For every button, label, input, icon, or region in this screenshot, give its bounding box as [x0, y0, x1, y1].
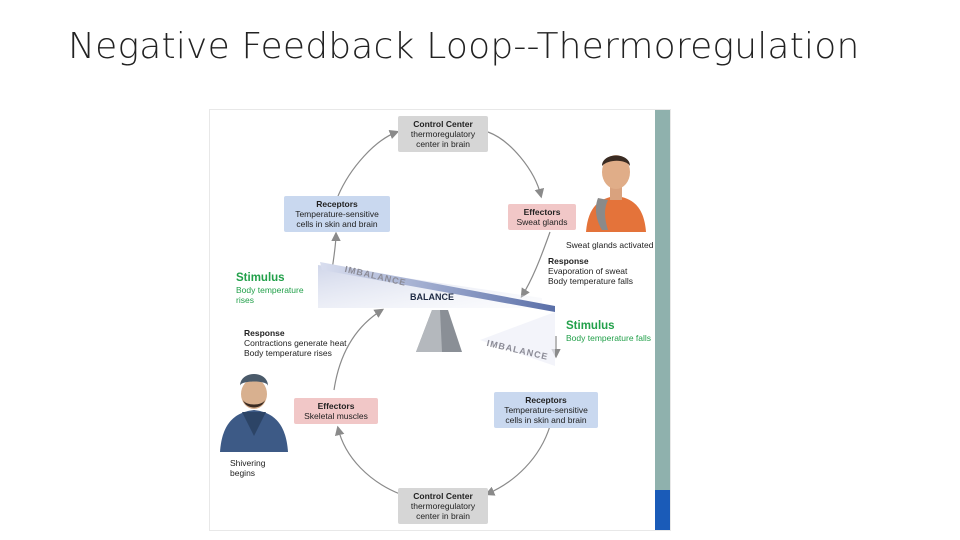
control-center-top: Control Center thermoregulatory center i…	[398, 116, 488, 152]
arrow-receptors-to-control-bottom	[484, 425, 551, 496]
arrow-control-to-effectors	[487, 131, 545, 199]
seesaw-fulcrum-shade	[416, 310, 442, 352]
diagram-graphics	[318, 129, 561, 496]
shivering-label: Shivering begins	[230, 458, 266, 478]
sweating-person-image	[578, 146, 654, 232]
arrow-effectors-to-balance-bottom	[333, 308, 385, 391]
receptors-bottom: Receptors Temperature-sensitive cells in…	[494, 392, 598, 428]
response-top: Response Evaporation of sweat Body tempe…	[548, 256, 634, 286]
thermoregulation-diagram: Control Center thermoregulatory center i…	[210, 110, 670, 530]
effectors-top: Effectors Sweat glands	[508, 204, 576, 230]
sweat-glands-label: Sweat glands activated	[566, 240, 654, 250]
arrow-receptors-to-control	[337, 129, 400, 197]
balance-label: BALANCE	[410, 292, 454, 302]
receptors-top: Receptors Temperature-sensitive cells in…	[284, 196, 390, 232]
right-border-strip	[655, 110, 670, 530]
stimulus-right: Stimulus Body temperature falls	[566, 320, 652, 343]
control-center-bottom: Control Center thermoregulatory center i…	[398, 488, 488, 524]
response-bottom: Response Contractions generate heat Body…	[244, 328, 347, 358]
slide-title: Negative Feedback Loop--Thermoregulation	[68, 26, 860, 67]
effectors-bottom: Effectors Skeletal muscles	[294, 398, 378, 424]
imbalance-wedge-bottom	[480, 312, 555, 366]
seesaw-beam	[320, 262, 555, 312]
arrow-control-to-effectors-bottom	[334, 425, 401, 495]
right-strip-accent	[655, 490, 670, 530]
shivering-person-image	[216, 366, 292, 452]
stimulus-left: Stimulus Body temperature rises	[236, 272, 304, 305]
arrow-effectors-to-balance	[520, 231, 551, 299]
